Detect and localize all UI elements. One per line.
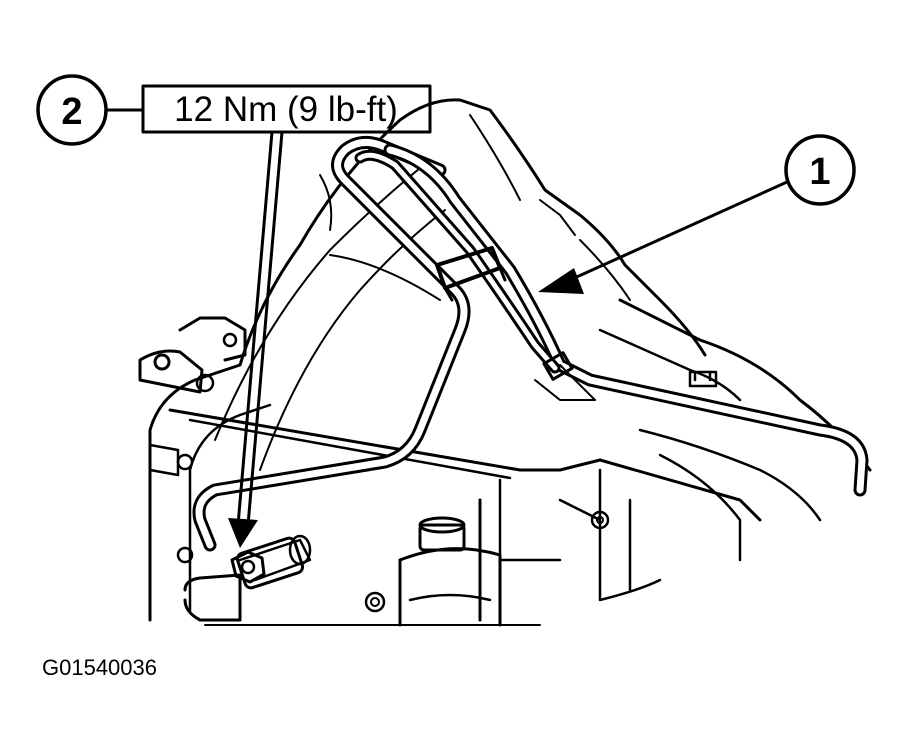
torque-leader-left [236, 130, 274, 527]
torque-spec-box [141, 84, 432, 134]
callout-1-leader [568, 180, 789, 282]
callout-2: 2 12 Nm (9 lb-ft) [36, 74, 432, 548]
callout-1-number: 1 [809, 151, 830, 193]
transmission-housing [138, 98, 872, 627]
cooler-line-fitting [230, 536, 305, 590]
callout-1-circle [784, 134, 856, 206]
cooler-lines [192, 135, 869, 552]
torque-spec-label: 12 Nm (9 lb-ft) [174, 90, 398, 129]
torque-leader-right [246, 130, 284, 527]
callout-1-arrow-head [538, 268, 584, 294]
callout-2-number: 2 [61, 91, 82, 133]
figure-code: G01540036 [42, 655, 157, 680]
callout-1: 1 [538, 134, 856, 294]
torque-arrow-head [228, 518, 258, 548]
